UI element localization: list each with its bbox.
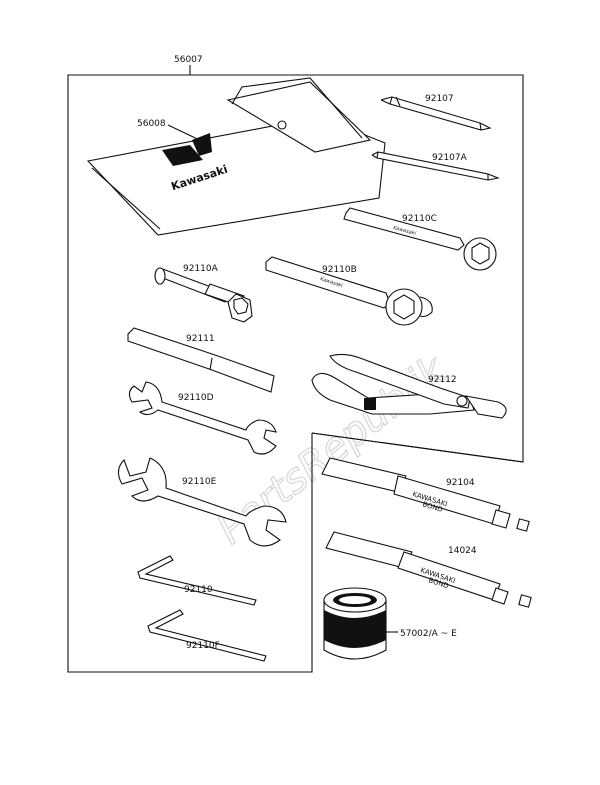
label-92110e: 92110E — [182, 477, 217, 487]
pouch-snap — [277, 120, 287, 130]
etch-92110c: Kawasaki — [392, 225, 417, 237]
leader-56008 — [167, 124, 211, 146]
open-wrench-92110e — [117, 457, 287, 547]
label-92107a: 92107A — [432, 153, 468, 163]
bond-tube-92104: KAWASAKI BOND — [321, 457, 530, 532]
label-56007: 56007 — [174, 55, 203, 65]
label-92107: 92107 — [425, 94, 454, 104]
bond-tube-14024: KAWASAKI BOND — [325, 531, 532, 608]
grease-can-57002 — [323, 587, 387, 660]
label-92110d: 92110D — [178, 393, 214, 403]
label-92110f: 92110F — [186, 641, 220, 651]
section-divider — [311, 432, 524, 463]
screwdriver-92107a — [371, 151, 500, 181]
box-wrench-92110c: Kawasaki — [343, 207, 497, 271]
hex-key-92110 — [137, 555, 257, 606]
label-92110: 92110 — [184, 585, 213, 595]
label-14024: 14024 — [448, 546, 477, 556]
open-wrench-92110d — [128, 381, 277, 455]
handle-92111 — [127, 327, 275, 393]
label-92110a: 92110A — [183, 264, 219, 274]
label-92110c: 92110C — [402, 214, 437, 224]
label-56008: 56008 — [137, 119, 166, 129]
label-57002: 57002/A ~ E — [400, 629, 457, 639]
label-92110b: 92110B — [322, 265, 357, 275]
pliers-92112 — [311, 353, 507, 419]
screwdriver-92107 — [380, 96, 492, 131]
label-92112: 92112 — [428, 375, 457, 385]
label-92104: 92104 — [446, 478, 475, 488]
tool-pouch: Kawasaki — [86, 77, 386, 236]
box-wrench-92110b: Kawasaki — [265, 256, 433, 326]
hex-key-92110f — [147, 609, 267, 662]
label-92111: 92111 — [186, 334, 215, 344]
socket-wrench-92110a — [154, 267, 253, 323]
